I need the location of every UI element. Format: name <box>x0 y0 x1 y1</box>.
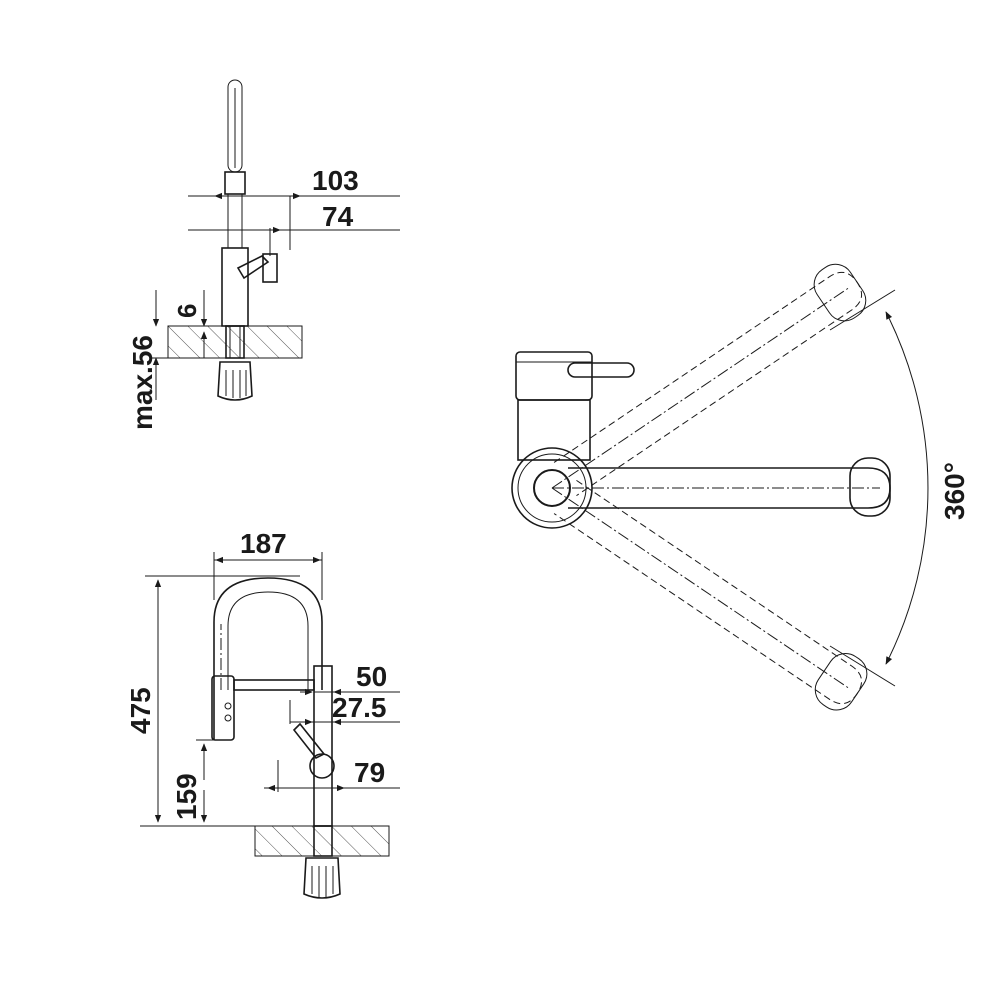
side-collar <box>224 171 246 195</box>
dim-rotation: 360° <box>939 462 970 520</box>
dim-spout-height: 159 <box>171 773 202 820</box>
top-handle-lever <box>567 362 635 378</box>
top-handle-cylinder <box>515 351 593 401</box>
front-deck <box>254 825 390 857</box>
side-handle <box>236 255 270 280</box>
front-nut <box>303 857 341 899</box>
front-handle-hub <box>309 753 335 779</box>
side-view: 103 74 6 max.56 <box>127 79 400 430</box>
top-body-neck <box>517 399 591 461</box>
front-view: 187 475 159 50 27.5 79 <box>125 528 400 899</box>
side-deck <box>167 325 303 359</box>
dim-total-height: 475 <box>125 687 156 734</box>
side-body <box>221 247 249 327</box>
side-lower-rod <box>227 193 243 249</box>
top-base-hub <box>533 469 571 507</box>
front-handle-lever <box>292 722 326 760</box>
top-view: 360° <box>511 263 970 711</box>
dim-slot-depth: 6 <box>172 304 202 318</box>
dim-head-offset: 50 <box>356 661 387 692</box>
dim-deck-thickness: max.56 <box>127 335 158 430</box>
dim-handle-reach: 79 <box>354 757 385 788</box>
front-holder-bar <box>233 679 315 691</box>
dim-width-outer: 103 <box>312 165 359 196</box>
side-nut <box>217 361 253 401</box>
top-spout-lower-position <box>551 479 868 711</box>
dim-head-offset-small: 27.5 <box>332 692 387 723</box>
top-spout-upper-position <box>551 263 867 497</box>
dim-width-inner: 74 <box>322 201 354 232</box>
dim-arc-width: 187 <box>240 528 287 559</box>
front-spout-arc-outer <box>213 577 323 740</box>
front-spray-head <box>211 675 235 741</box>
top-rotation-arc <box>885 311 929 665</box>
